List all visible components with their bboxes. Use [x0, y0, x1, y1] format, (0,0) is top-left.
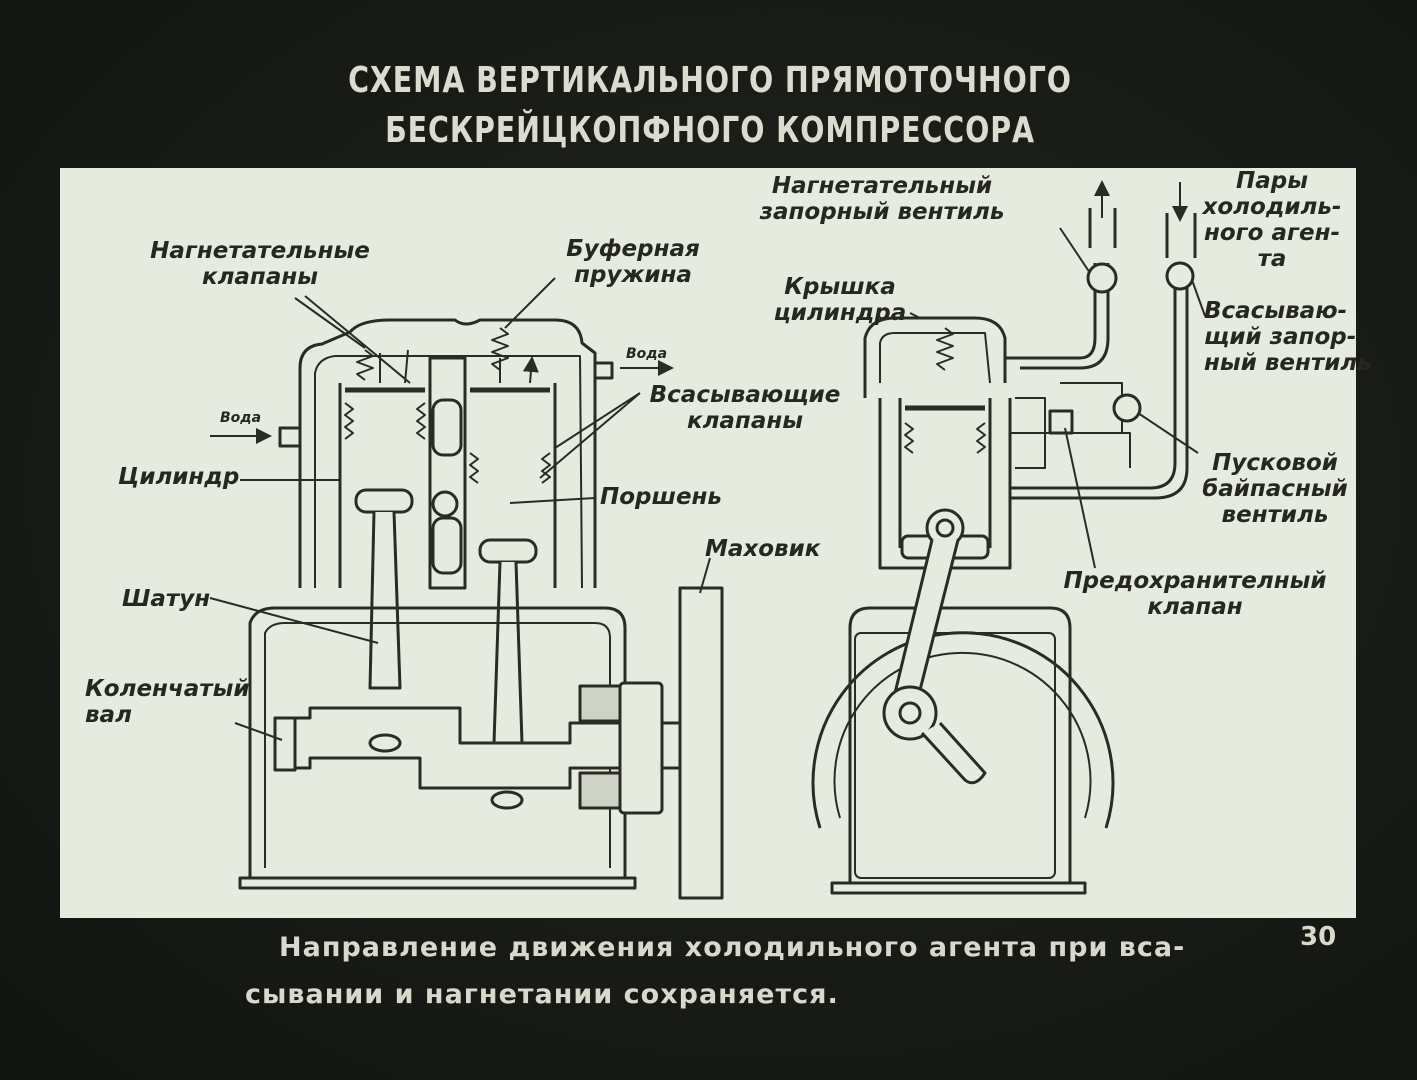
label-water-in: Вода	[220, 410, 262, 426]
title-line-2: БЕСКРЕЙЦКОПФНОГО КОМПРЕССОРА	[385, 110, 1035, 151]
label-discharge-stop-valve: Нагнетательный запорный вентиль	[752, 173, 1012, 225]
label-suction-stop-valve: Всасываю- щий запор- ный вентиль	[1204, 298, 1372, 376]
flywheel-rim	[811, 631, 1115, 829]
label-connecting-rod: Шатун	[122, 586, 211, 612]
label-discharge-valves-text: Нагнетательные клапаны	[150, 238, 370, 290]
flywheel-side	[678, 586, 724, 900]
label-crankshaft: Коленчатый вал	[85, 676, 250, 728]
label-water-out: Вода	[626, 346, 668, 362]
label-discharge-stop-valve-text: Нагнетательный запорный вентиль	[759, 173, 1005, 225]
cross-section-rod	[893, 539, 960, 700]
label-discharge-valves: Нагнетательные клапаны	[130, 238, 390, 290]
label-refrigerant-vapor: Пары холодиль- ного аген- та	[1192, 168, 1352, 272]
compressor-drawing	[209, 180, 1206, 900]
label-safety-valve-text: Предохранителный клапан	[1063, 568, 1327, 620]
label-cylinder: Цилиндр	[118, 464, 240, 490]
crankcase	[238, 606, 637, 890]
discharge-stop-valve	[1086, 262, 1118, 294]
caption: Направление движения холодильного агента…	[245, 924, 1205, 1018]
label-refrigerant-vapor-text: Пары холодиль- ного аген- та	[1202, 168, 1342, 272]
left-connecting-rod	[368, 511, 402, 690]
label-piston: Поршень	[600, 484, 722, 510]
label-suction-valves-text: Всасывающие клапаны	[649, 382, 841, 434]
label-cylinder-cover-text: Крышка цилиндра	[773, 274, 907, 326]
discharge-pipe	[1005, 263, 1110, 370]
label-bypass-valve: Пусковой байпасный вентиль	[1190, 450, 1360, 528]
safety-valve	[1048, 409, 1074, 435]
caption-line-2: сывании и нагнетании сохраняется.	[245, 979, 839, 1010]
frame-body	[830, 606, 1087, 895]
suction-stop-valve	[1165, 261, 1195, 291]
label-flywheel: Маховик	[705, 536, 821, 562]
left-piston	[354, 488, 414, 514]
label-suction-valves: Всасывающие клапаны	[635, 382, 855, 434]
label-cylinder-cover: Крышка цилиндра	[750, 274, 930, 326]
label-bypass-valve-text: Пусковой байпасный вентиль	[1202, 450, 1348, 528]
caption-line-1: Направление движения холодильного агента…	[279, 932, 1186, 963]
label-buffer-spring: Буферная пружина	[548, 236, 718, 288]
slide-number: 30	[1300, 922, 1337, 952]
bypass-valve	[1112, 393, 1142, 423]
right-connecting-rod	[492, 561, 524, 745]
cylinder-head	[863, 316, 1007, 398]
title-line-1: СХЕМА ВЕРТИКАЛЬНОГО ПРЯМОТОЧНОГО	[348, 60, 1072, 101]
water-jacket-outline	[298, 318, 597, 588]
label-crankshaft-text: Коленчатый вал	[85, 676, 250, 728]
buffer-spring	[491, 327, 509, 371]
diagram-panel: Нагнетательные клапаны Буферная пружина …	[60, 168, 1372, 918]
label-buffer-spring-text: Буферная пружина	[566, 236, 700, 288]
label-safety-valve: Предохранителный клапан	[1030, 568, 1360, 620]
label-suction-stop-valve-text: Всасываю- щий запор- ный вентиль	[1204, 298, 1372, 376]
suction-pipe	[1010, 278, 1189, 500]
slide-title: СХЕМА ВЕРТИКАЛЬНОГО ПРЯМОТОЧНОГО БЕСКРЕЙ…	[314, 56, 1106, 156]
